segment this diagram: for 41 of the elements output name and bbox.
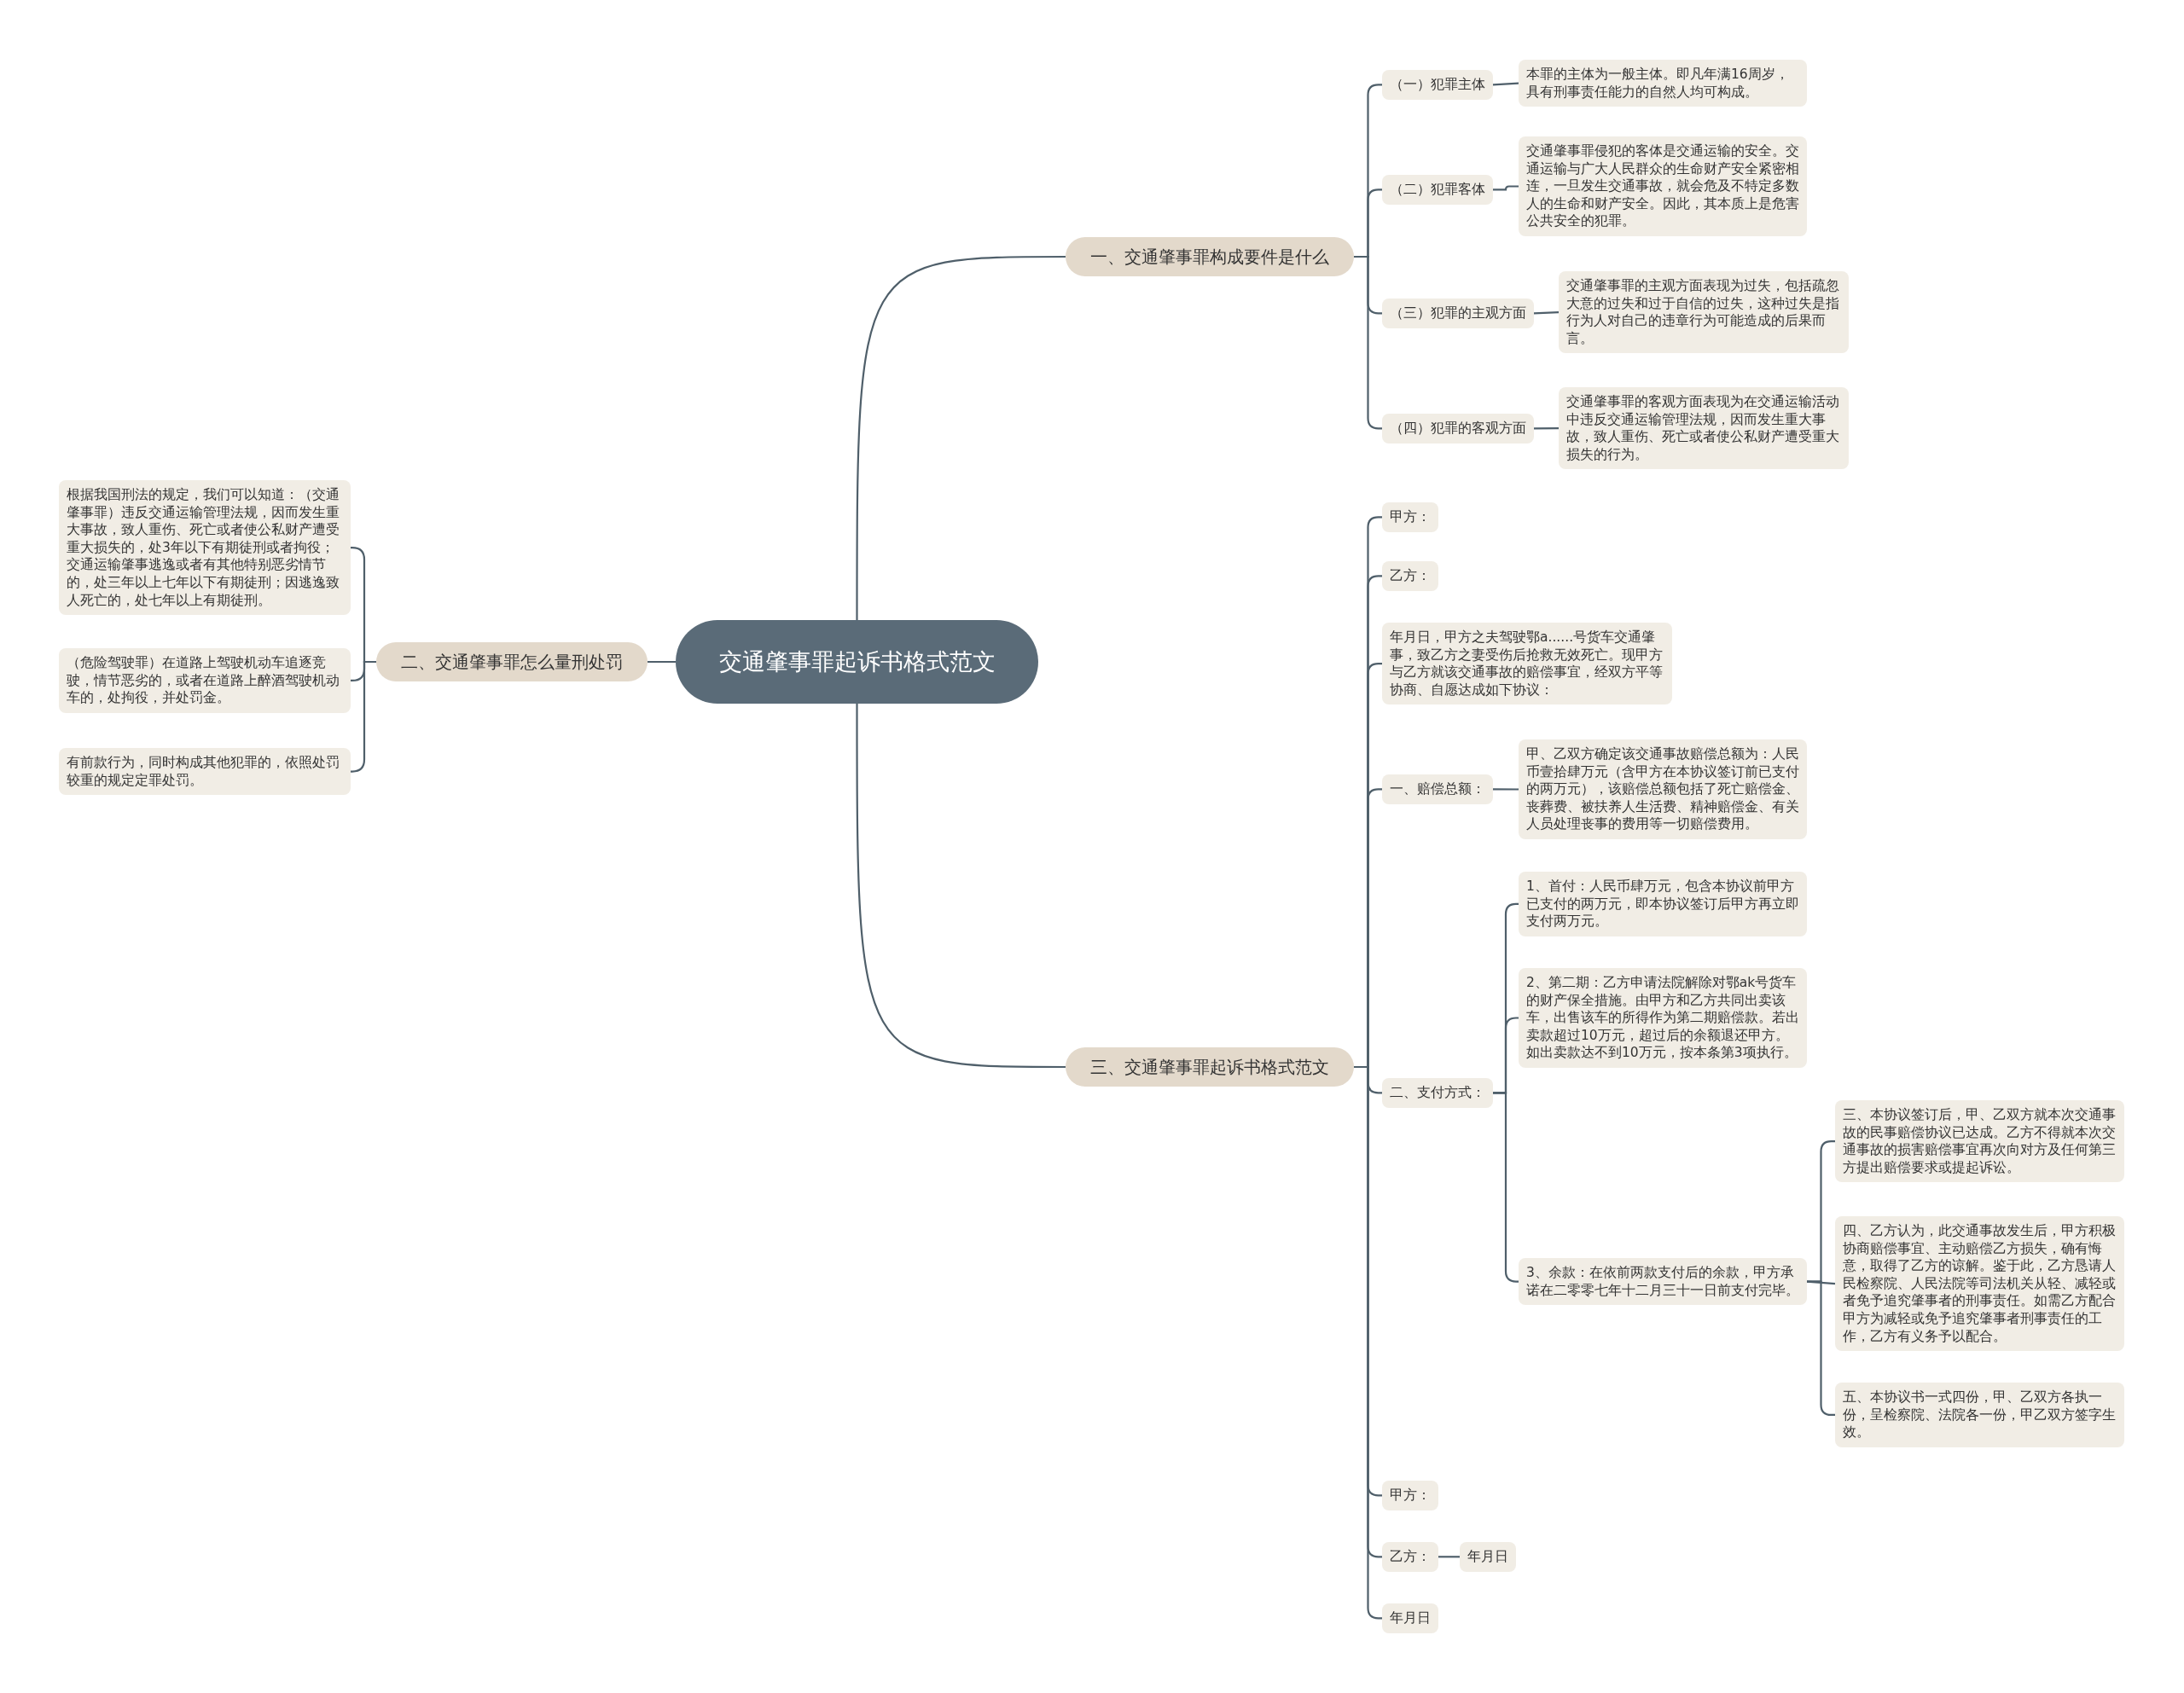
subtopic-box: 一、赔偿总额：	[1382, 774, 1493, 804]
text-card: 根据我国刑法的规定，我们可以知道：（交通肇事罪）违反交通运输管理法规，因而发生重大事故，致人重伤、死亡或者使公私财产遭受重大损失的，处3年以下有期徒刑或者拘役；交通运输肇事逃逸或者有其他特别恶劣情节的，处三年以上七年以下有期徒刑；因逃逸致人死亡的，处七年以上有期徒刑。	[59, 480, 351, 616]
central-topic: 交通肇事罪起诉书格式范文	[676, 620, 1038, 704]
text-card: 甲、乙双方确定该交通事故赔偿总额为：人民币壹拾肆万元（含甲方在本协议签订前已支付的两万元），该赔偿总额包括了死亡赔偿金、丧葬费、被扶养人生活费、精神赔偿金、有关人员处理丧事的费用等一切赔偿费用。	[1519, 739, 1807, 839]
text-card: 四、乙方认为，此交通事故发生后，甲方积极协商赔偿事宜、主动赔偿乙方损失，确有悔意，取得了乙方的谅解。鉴于此，乙方恳请人民检察院、人民法院等司法机关从轻、减轻或者免予追究肇事者的刑事责任。如需乙方配合甲方为减轻或免予追究肇事者刑事责任的工作，乙方有义务予以配合。	[1835, 1216, 2124, 1352]
branch-topic: 三、交通肇事罪起诉书格式范文	[1066, 1047, 1354, 1087]
text-card: 年月日，甲方之夫驾驶鄂a......号货车交通肇事，致乙方之妻受伤后抢救无效死亡。现甲方与乙方就该交通事故的赔偿事宜，经双方平等协商、自愿达成如下协议：	[1382, 623, 1672, 705]
text-card: 1、首付：人民币肆万元，包含本协议前甲方已支付的两万元，即本协议签订后甲方再立即支付两万元。	[1519, 872, 1807, 936]
connector-line	[1493, 185, 1519, 191]
subtopic-box: 乙方：	[1382, 1542, 1438, 1572]
branch-topic: 二、交通肇事罪怎么量刑处罚	[376, 642, 648, 681]
connector-line	[648, 660, 676, 664]
text-card: 三、本协议签订后，甲、乙双方就本次交通事故的民事赔偿协议已达成。乙方不得就本次交通事故的损害赔偿事宜再次向对方及任何第三方提出赔偿要求或提起诉讼。	[1835, 1100, 2124, 1183]
subtopic-box: （一）犯罪主体	[1382, 70, 1493, 100]
subtopic-box: 乙方：	[1382, 561, 1438, 591]
connector-line	[856, 255, 1066, 620]
text-card: 本罪的主体为一般主体。即凡年满16周岁，具有刑事责任能力的自然人均可构成。	[1519, 60, 1807, 107]
subtopic-box: 甲方：	[1382, 502, 1438, 532]
connector-line	[1534, 427, 1559, 430]
subtopic-box: 二、支付方式：	[1382, 1078, 1493, 1108]
subtopic-box: （二）犯罪客体	[1382, 175, 1493, 205]
text-card: （危险驾驶罪）在道路上驾驶机动车追逐竞驶，情节恶劣的，或者在道路上醉酒驾驶机动车的，处拘役，并处罚金。	[59, 648, 351, 713]
branch-topic: 一、交通肇事罪构成要件是什么	[1066, 237, 1354, 276]
connector-line	[1493, 1092, 1519, 1283]
text-card: 交通肇事罪的主观方面表现为过失，包括疏忽大意的过失和过于自信的过失，这种过失是指行为人对自己的违章行为可能造成的后果而言。	[1559, 271, 1849, 354]
subtopic-box: 甲方：	[1382, 1481, 1438, 1510]
connector-line	[1493, 788, 1519, 791]
text-card: 交通肇事罪侵犯的客体是交通运输的安全。交通运输与广大人民群众的生命财产安全紧密相连，一旦发生交通事故，就会危及不特定多数人的生命和财产安全。因此，其本质上是危害公共安全的犯罪。	[1519, 136, 1807, 236]
text-card: 有前款行为，同时构成其他犯罪的，依照处罚较重的规定定罪处罚。	[59, 748, 351, 796]
text-card: 3、余款：在依前两款支付后的余款，甲方承诺在二零零七年十二月三十一日前支付完毕。	[1519, 1258, 1807, 1306]
subtopic-box: （三）犯罪的主观方面	[1382, 299, 1534, 328]
text-card: 交通肇事罪的客观方面表现为在交通运输活动中违反交通运输管理法规，因而发生重大事故，致人重伤、死亡或者使公私财产遭受重大损失的行为。	[1559, 387, 1849, 470]
subtopic-box: 年月日	[1460, 1542, 1516, 1572]
subtopic-box: 年月日	[1382, 1603, 1438, 1633]
connector-line	[1533, 311, 1560, 315]
connector-line	[1438, 1556, 1460, 1558]
text-card: 五、本协议书一式四份，甲、乙双方各执一份，呈检察院、法院各一份，甲乙双方签字生效。	[1835, 1383, 2124, 1447]
connector-line	[1492, 82, 1519, 86]
text-card: 2、第二期：乙方申请法院解除对鄂ak号货车的财产保全措施。由甲方和乙方共同出卖该车，出售该车的所得作为第二期赔偿款。若出卖款超过10万元，超过后的余额退还甲方。如出卖款达不到10万元，按本条第3项执行。	[1519, 968, 1807, 1068]
connector-line	[856, 704, 1066, 1069]
subtopic-box: （四）犯罪的客观方面	[1382, 414, 1534, 444]
